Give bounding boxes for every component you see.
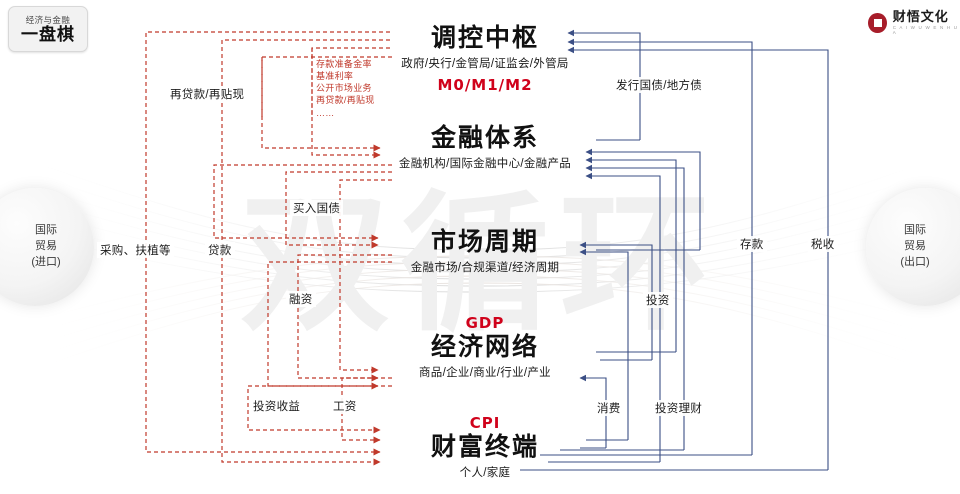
import-trade-node: 国际 贸易 (进口)	[0, 188, 94, 306]
topic-badge: 经济与金融 一盘棋	[8, 6, 88, 52]
label-investment: 投资	[643, 292, 673, 308]
export-line2: 贸易	[903, 240, 926, 253]
economic-network-subtitle: 商品/企业/商业/行业/产业	[419, 366, 551, 379]
label-buy-bond: 买入国债	[290, 200, 344, 216]
label-procurement: 采购、扶植等	[97, 242, 174, 258]
economic-network-title: 经济网络	[430, 332, 539, 361]
policy-tools-list: 存款准备金率 基准利率 公开市场业务 再贷款/再贴现 ……	[316, 59, 375, 118]
node-regulator: 调控中枢 政府/央行/金管局/证监会/外管局 M0/M1/M2	[380, 24, 590, 95]
regulator-title: 调控中枢	[430, 23, 539, 52]
wealth-terminal-title: 财富终端	[430, 432, 539, 461]
economic-network-tag: GDP	[465, 314, 505, 332]
label-wage: 工资	[330, 398, 360, 414]
export-trade-node: 国际 贸易 (出口)	[866, 188, 960, 306]
label-financing: 融资	[286, 291, 316, 307]
regulator-tag: M0/M1/M2	[437, 75, 533, 94]
label-issue-bond: 发行国债/地方债	[613, 77, 706, 93]
import-line1: 国际	[34, 224, 57, 237]
import-line2: 贸易	[34, 240, 57, 253]
export-line1: 国际	[903, 224, 926, 237]
label-loan: 贷款	[205, 242, 235, 258]
label-tax: 税收	[808, 236, 838, 252]
label-relend: 再贷款/再贴现	[167, 86, 248, 102]
import-line3: (进口)	[31, 255, 61, 268]
financial-system-subtitle: 金融机构/国际金融中心/金融产品	[398, 157, 572, 170]
wealth-terminal-subtitle: 个人/家庭	[459, 466, 511, 479]
market-cycle-title: 市场周期	[430, 227, 539, 256]
label-wealth-mgmt: 投资理财	[652, 400, 706, 416]
label-invest-income: 投资收益	[250, 398, 304, 414]
brand-subtitle: C A I W U W E N H U A	[892, 25, 959, 35]
market-cycle-subtitle: 金融市场/合规渠道/经济周期	[410, 261, 560, 274]
label-consumption: 消费	[594, 400, 624, 416]
export-line3: (出口)	[900, 255, 930, 268]
wealth-terminal-tag: CPI	[469, 414, 501, 432]
node-economic-network: GDP 经济网络 商品/企业/商业/行业/产业	[380, 314, 590, 380]
badge-title: 一盘棋	[21, 24, 75, 44]
node-financial-system: 金融体系 金融机构/国际金融中心/金融产品	[380, 124, 590, 171]
node-market-cycle: 市场周期 金融市场/合规渠道/经济周期	[380, 228, 590, 275]
brand-logo: 财悟文化 C A I W U W E N H U A	[868, 10, 960, 35]
financial-system-title: 金融体系	[430, 123, 539, 152]
badge-subtitle: 经济与金融	[25, 14, 71, 25]
brand-name: 财悟文化	[892, 9, 949, 24]
coin-icon	[868, 12, 887, 33]
node-wealth-terminal: CPI 财富终端 个人/家庭	[380, 414, 590, 480]
regulator-subtitle: 政府/央行/金管局/证监会/外管局	[401, 57, 569, 70]
label-deposit: 存款	[737, 236, 767, 252]
